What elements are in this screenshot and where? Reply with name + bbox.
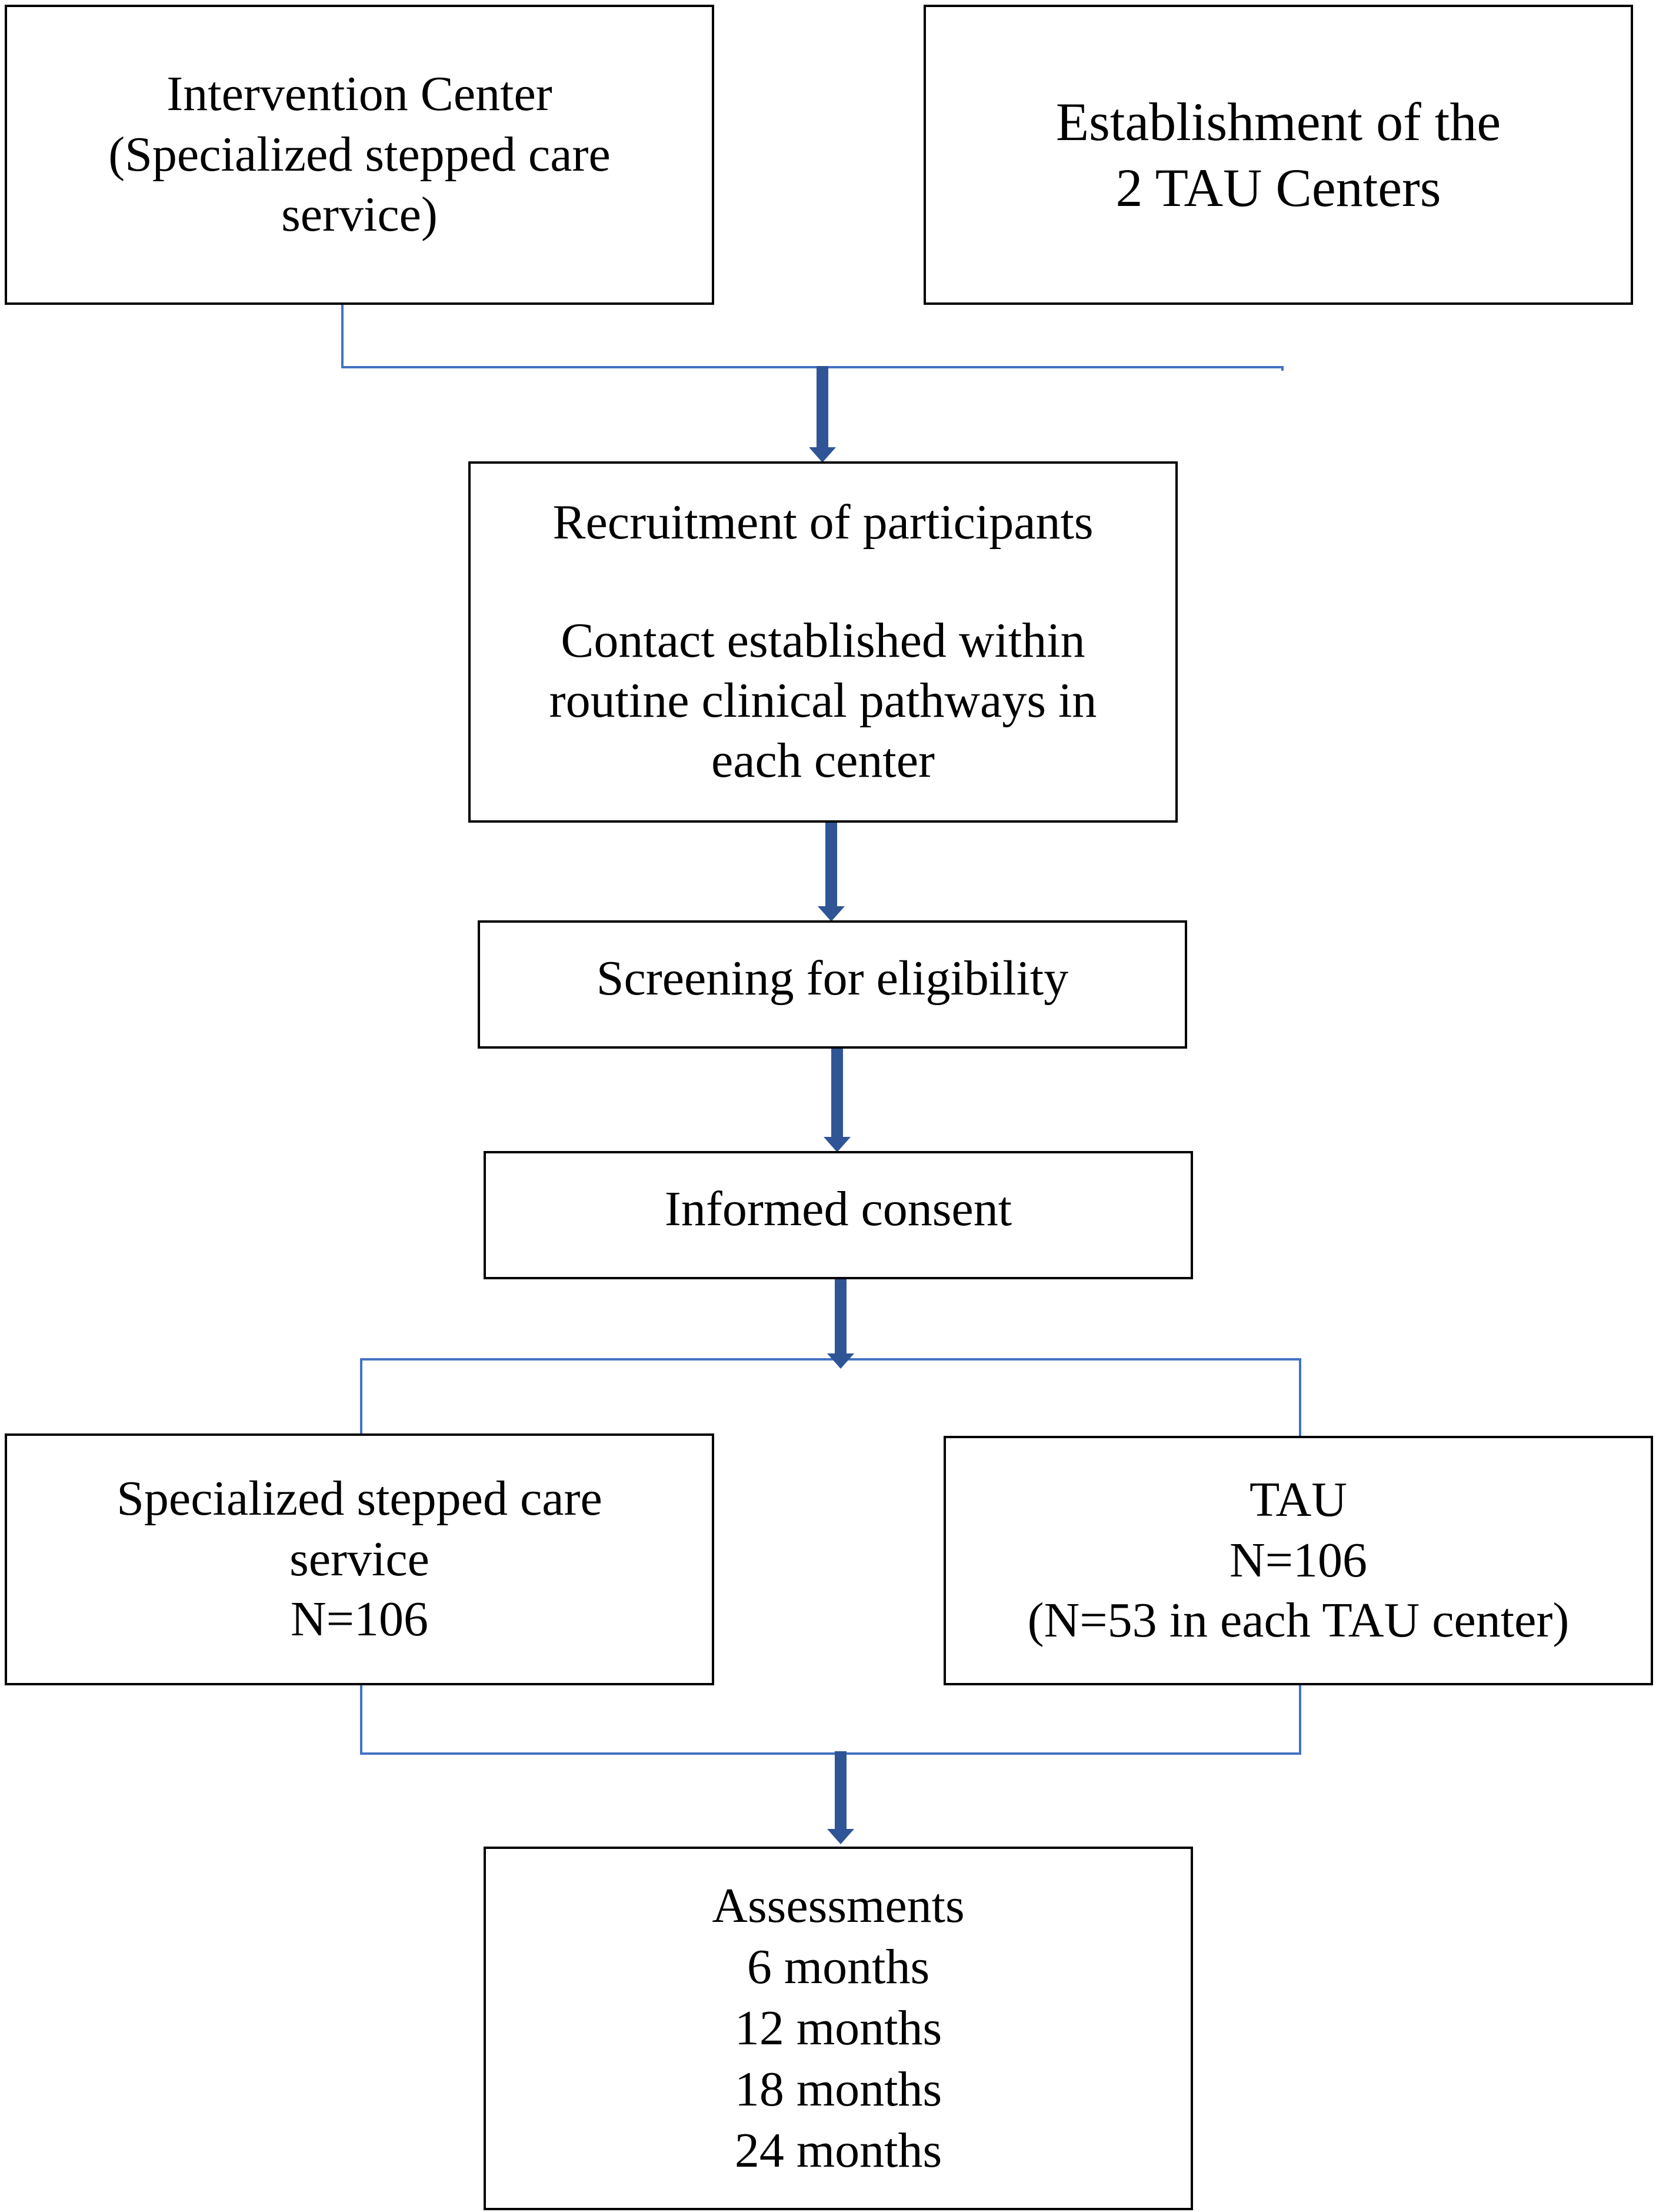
split-line-arms [360,1358,1301,1436]
consent-label: Informed consent [664,1182,1012,1236]
tau-establishment-box: Establishment of the 2 TAU Centers [924,5,1633,305]
intervention-center-line-3: service) [281,187,438,242]
recruitment-line-1: Contact established within [561,613,1085,668]
intervention-center-line-1: Intervention Center [166,66,552,122]
assessment-18-months: 18 months [734,2062,942,2117]
tau-arm-line-3: (N=53 in each TAU center) [1027,1593,1570,1648]
tau-establishment-line-2: 2 TAU Centers [1115,158,1441,218]
recruitment-box: Recruitment of participants Contact esta… [468,461,1178,823]
tau-arm-line-1: TAU [1250,1472,1347,1528]
tau-establishment-line-1: Establishment of the [1055,91,1501,152]
tau-arm-box: TAU N=106 (N=53 in each TAU center) [944,1436,1653,1685]
arrow-to-screening [818,823,845,922]
assessments-box: Assessments 6 months 12 months 18 months… [484,1847,1193,2210]
arrow-to-recruitment [809,366,836,463]
intervention-center-line-2: (Specialized stepped care [108,127,611,182]
screening-box: Screening for eligibility [478,920,1187,1049]
arrow-to-consent [824,1049,851,1152]
merge-line-top [341,305,1284,371]
recruitment-line-3: each center [711,733,935,789]
assessments-title: Assessments [712,1878,965,1933]
assessment-12-months: 12 months [734,2000,942,2055]
arrow-to-split [827,1278,854,1369]
specialized-arm-line-1: Specialized stepped care [116,1471,602,1526]
intervention-center-box: Intervention Center (Specialized stepped… [5,5,714,305]
assessment-24-months: 24 months [734,2123,942,2178]
specialized-arm-line-2: service [289,1531,429,1586]
assessment-6-months: 6 months [747,1939,930,1994]
arrow-to-assessments [827,1751,854,1844]
consent-box: Informed consent [484,1151,1193,1279]
specialized-arm-box: Specialized stepped care service N=106 [5,1433,714,1685]
recruitment-title: Recruitment of participants [552,495,1094,550]
screening-label: Screening for eligibility [596,951,1069,1006]
recruitment-line-2: routine clinical pathways in [549,673,1097,728]
specialized-arm-n: N=106 [290,1592,429,1647]
merge-line-bottom [360,1685,1301,1755]
tau-arm-n: N=106 [1229,1532,1368,1588]
